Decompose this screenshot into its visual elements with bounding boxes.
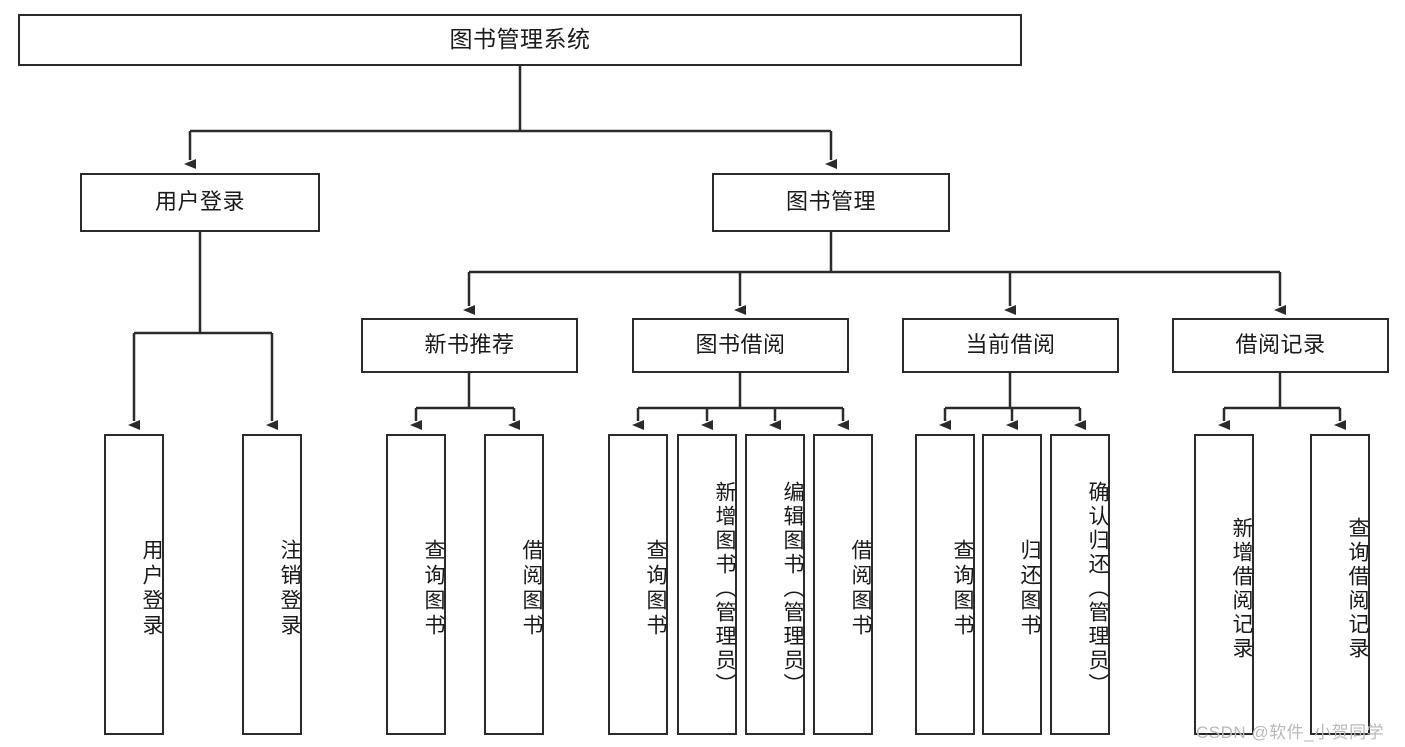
- node-book-borrow-label: 图书借阅: [695, 332, 786, 358]
- node-borrow-record[interactable]: 借阅记录: [1172, 318, 1389, 373]
- node-leaf-edit-book-admin-label: 编辑图书（管理员）: [781, 480, 804, 697]
- node-root-label: 图书管理系统: [449, 26, 591, 53]
- node-leaf-add-borrow-record[interactable]: 新增借阅记录: [1194, 434, 1254, 735]
- node-book-borrow[interactable]: 图书借阅: [632, 318, 849, 373]
- node-current-borrow[interactable]: 当前借阅: [902, 318, 1119, 373]
- node-leaf-edit-book-admin[interactable]: 编辑图书（管理员）: [745, 434, 805, 735]
- node-leaf-add-book-admin-label: 新增图书（管理员）: [713, 480, 736, 697]
- wire-group-user-login: [128, 232, 278, 430]
- node-book-manage-label: 图书管理: [785, 189, 876, 215]
- node-leaf-borrow-book-recommend[interactable]: 借阅图书: [484, 434, 544, 735]
- node-leaf-query-book-borrow-label: 查询图书: [644, 538, 667, 639]
- node-leaf-borrow-book-label: 借阅图书: [849, 538, 872, 639]
- node-leaf-logout-login[interactable]: 注销登录: [242, 434, 302, 735]
- node-new-book-recommend[interactable]: 新书推荐: [361, 318, 578, 373]
- node-leaf-query-borrow-record[interactable]: 查询借阅记录: [1310, 434, 1370, 735]
- node-leaf-return-book[interactable]: 归还图书: [982, 434, 1042, 735]
- node-leaf-confirm-return-admin[interactable]: 确认归还（管理员）: [1050, 434, 1110, 735]
- node-leaf-query-book-recommend[interactable]: 查询图书: [386, 434, 446, 735]
- node-current-borrow-label: 当前借阅: [965, 332, 1056, 358]
- node-leaf-user-login-label: 用户登录: [140, 538, 163, 639]
- wire-group-root: [184, 66, 837, 169]
- node-leaf-logout-login-label: 注销登录: [278, 538, 301, 639]
- node-leaf-query-book-borrow[interactable]: 查询图书: [608, 434, 668, 735]
- node-leaf-add-book-admin[interactable]: 新增图书（管理员）: [677, 434, 737, 735]
- wire-group-book-manage: [463, 232, 1286, 315]
- node-leaf-query-book-recommend-label: 查询图书: [422, 538, 445, 639]
- node-leaf-confirm-return-admin-label: 确认归还（管理员）: [1086, 480, 1109, 697]
- node-borrow-record-label: 借阅记录: [1235, 332, 1326, 358]
- node-leaf-query-borrow-record-label: 查询借阅记录: [1346, 516, 1369, 661]
- node-leaf-borrow-book-recommend-label: 借阅图书: [520, 538, 543, 639]
- node-leaf-query-book-current[interactable]: 查询图书: [915, 434, 975, 735]
- wire-group-borrow-record: [1218, 373, 1346, 430]
- node-user-login-label: 用户登录: [154, 189, 245, 215]
- node-book-manage[interactable]: 图书管理: [712, 173, 950, 232]
- node-leaf-return-book-label: 归还图书: [1018, 538, 1041, 639]
- node-leaf-add-borrow-record-label: 新增借阅记录: [1230, 516, 1253, 661]
- node-user-login[interactable]: 用户登录: [80, 173, 320, 232]
- csdn-watermark: CSDN @软件_小贺同学: [1196, 723, 1385, 742]
- wire-group-new-book-recommend: [410, 373, 520, 430]
- node-leaf-user-login[interactable]: 用户登录: [104, 434, 164, 735]
- node-leaf-query-book-current-label: 查询图书: [951, 538, 974, 639]
- node-leaf-borrow-book[interactable]: 借阅图书: [813, 434, 873, 735]
- wire-group-book-borrow: [632, 373, 849, 430]
- wire-group-current-borrow: [939, 373, 1086, 430]
- node-new-book-recommend-label: 新书推荐: [424, 332, 515, 358]
- node-root[interactable]: 图书管理系统: [18, 14, 1022, 66]
